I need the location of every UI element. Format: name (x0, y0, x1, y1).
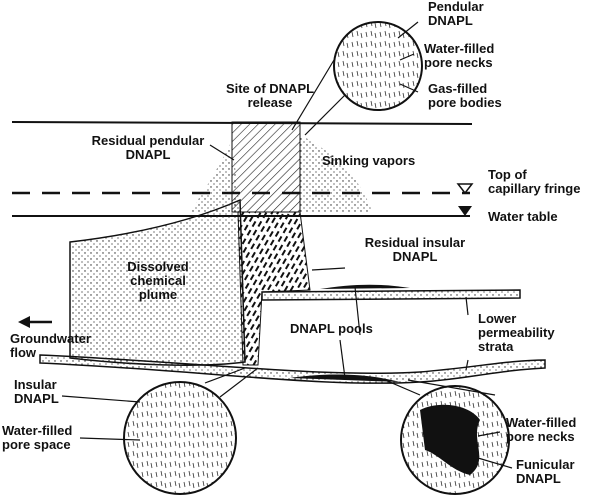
upper-lens (262, 290, 520, 300)
release-column-vadose (232, 122, 300, 212)
label-funicular-dnapl: Funicular DNAPL (516, 458, 575, 486)
release-column-saturated (238, 212, 310, 365)
label-dissolved-plume: Dissolved chemical plume (118, 260, 198, 302)
label-site-of-release: Site of DNAPL release (215, 82, 325, 110)
groundwater-flow-arrowhead (18, 316, 30, 328)
label-lower-permeability: Lower permeability strata (478, 312, 555, 354)
dnapl-pool-upper (320, 285, 410, 289)
sinking-vapors-area (300, 135, 372, 212)
label-top-capillary-fringe: Top of capillary fringe (488, 168, 580, 196)
pointer-lower-perm-1 (466, 297, 468, 315)
magnifier-left (124, 382, 236, 494)
label-pendular-dnapl: Pendular DNAPL (428, 0, 484, 28)
label-sinking-vapors: Sinking vapors (322, 154, 415, 168)
label-gas-filled-pore-bodies: Gas-filled pore bodies (428, 82, 502, 110)
label-water-filled-pore-space: Water-filled pore space (2, 424, 72, 452)
ground-surface (12, 122, 472, 124)
label-water-filled-pore-necks-top: Water-filled pore necks (424, 42, 494, 70)
pointer-residual-insular (312, 268, 345, 270)
label-residual-insular: Residual insular DNAPL (340, 236, 490, 264)
label-groundwater-flow: Groundwater flow (10, 332, 91, 360)
label-dnapl-pools: DNAPL pools (290, 322, 373, 336)
label-water-table: Water table (488, 210, 558, 224)
pointer-insular (62, 396, 140, 402)
magnifier-top (334, 22, 422, 110)
label-insular-dnapl: Insular DNAPL (14, 378, 59, 406)
label-residual-pendular: Residual pendular DNAPL (78, 134, 218, 162)
capillary-fringe-marker (458, 184, 472, 193)
water-table-marker (458, 206, 472, 216)
lower-strata (40, 355, 545, 383)
label-water-filled-pore-necks-bottom: Water-filled pore necks (506, 416, 576, 444)
